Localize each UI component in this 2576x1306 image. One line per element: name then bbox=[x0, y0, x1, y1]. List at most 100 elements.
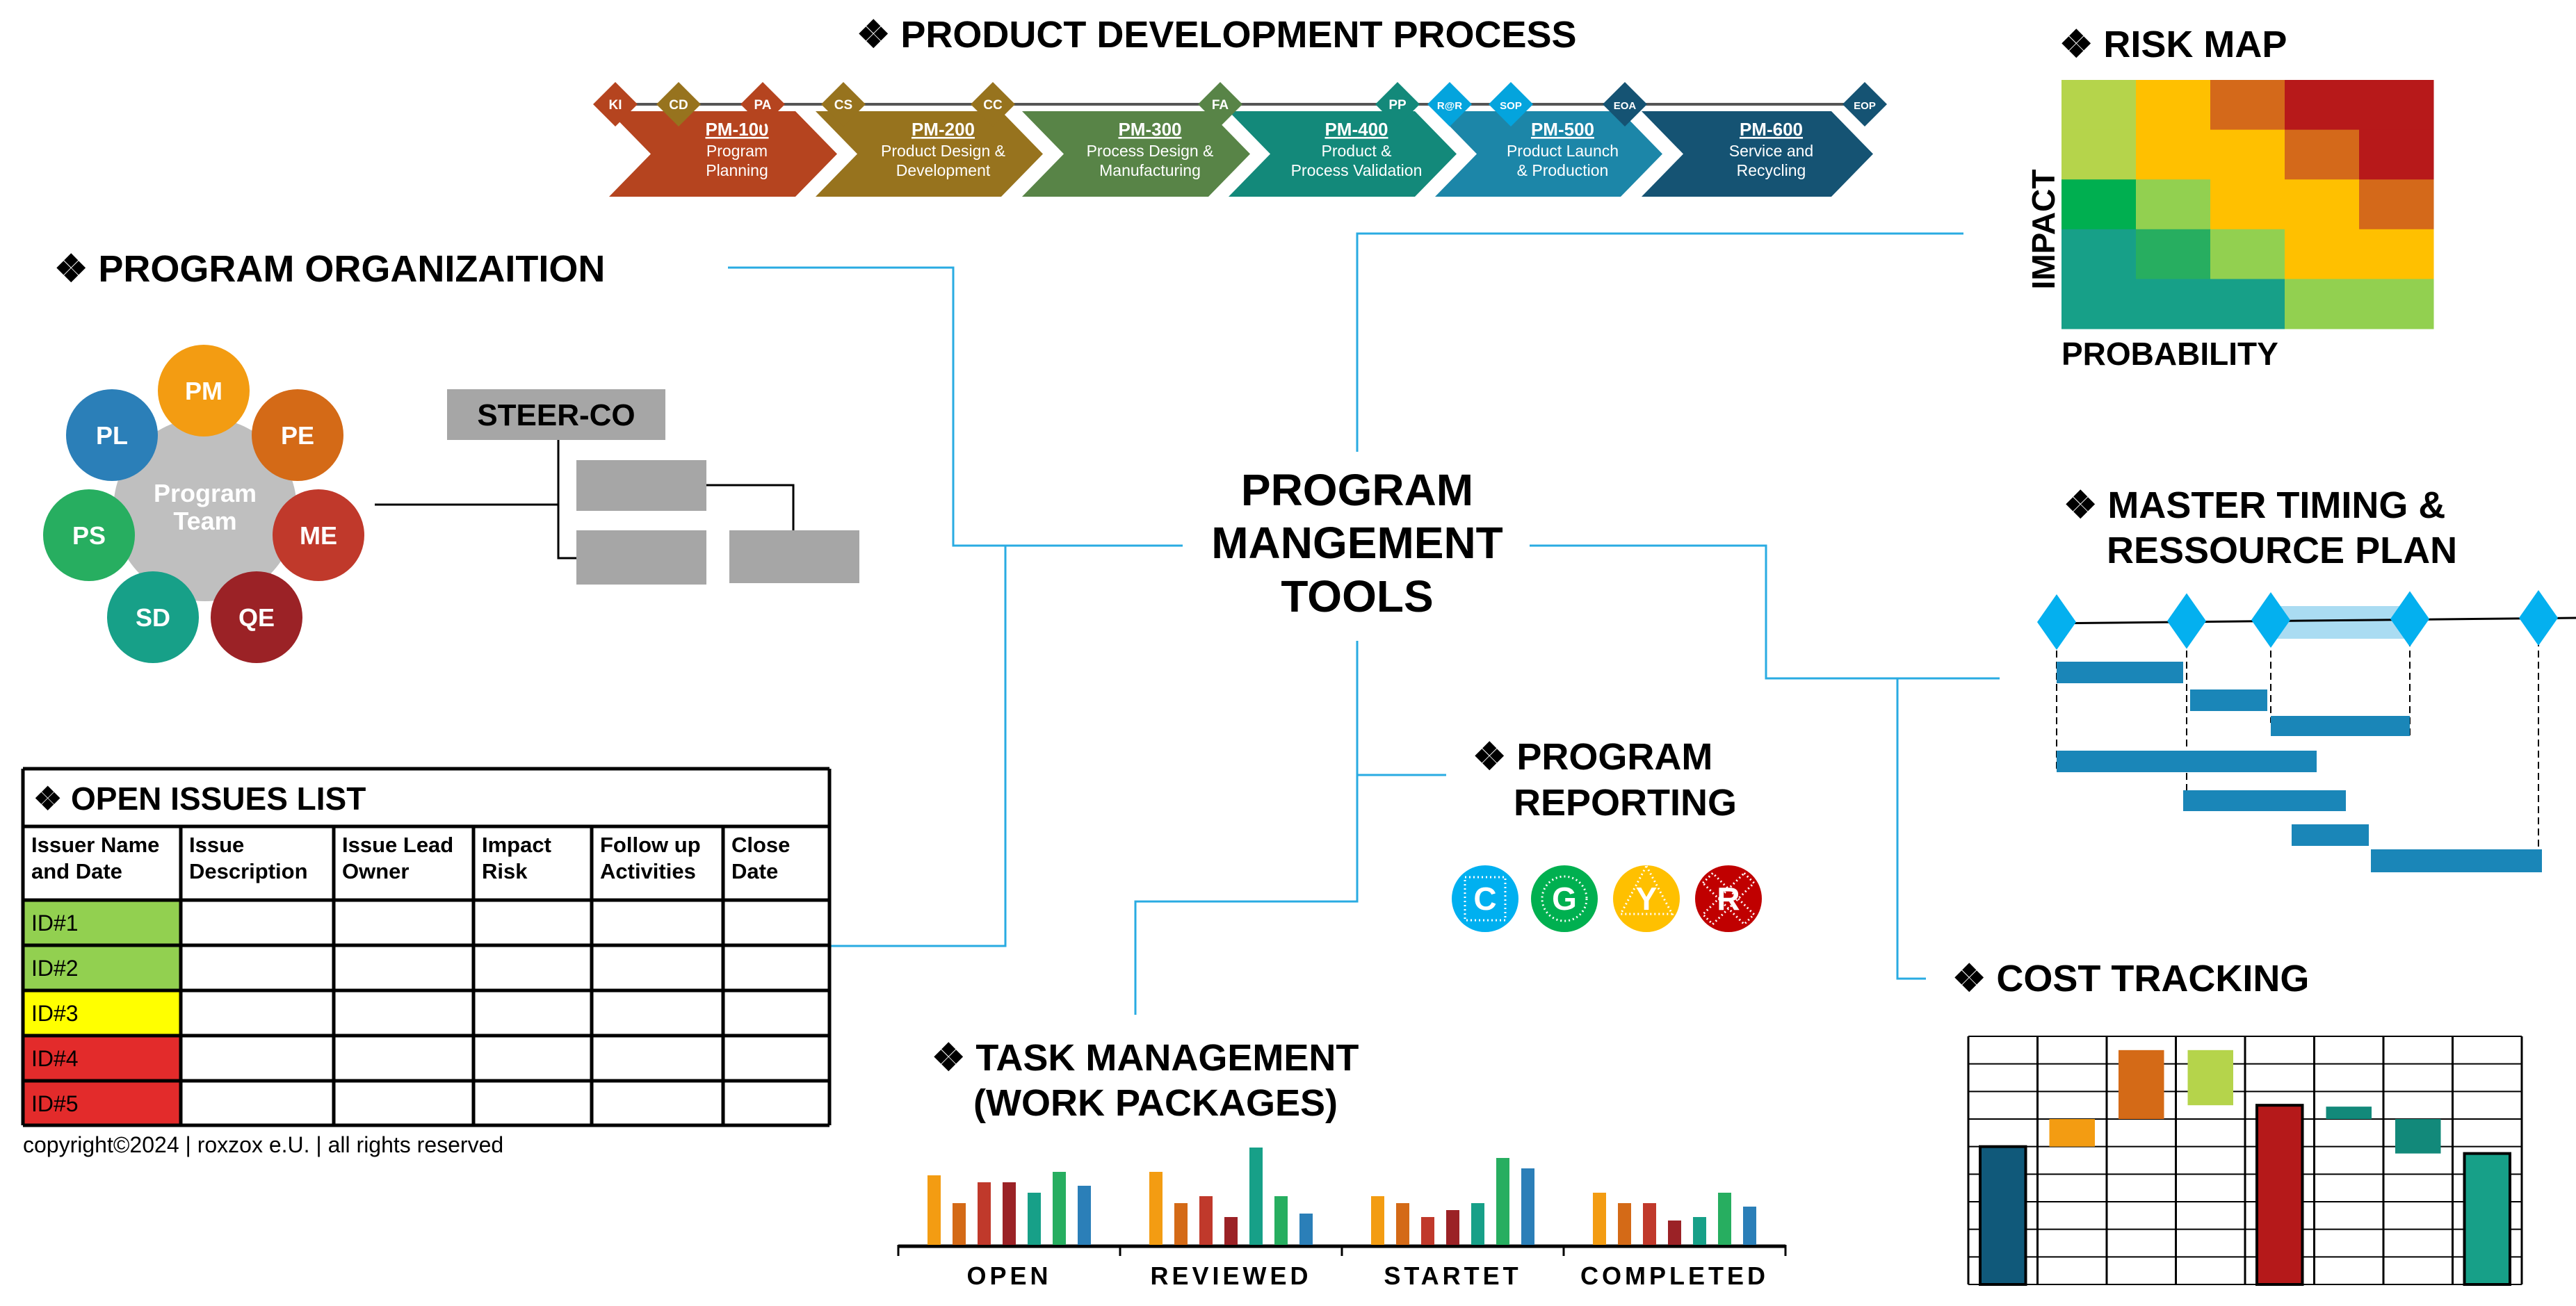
milestone-diamond-icon bbox=[971, 82, 1015, 126]
org-box bbox=[576, 460, 706, 511]
issue-cell[interactable] bbox=[181, 990, 334, 1036]
milestone-diamond-icon bbox=[593, 82, 638, 126]
risk-cell bbox=[2210, 129, 2285, 180]
role-me: ME bbox=[273, 489, 364, 581]
milestone-label: SOP bbox=[1500, 100, 1522, 112]
task-bar bbox=[1053, 1172, 1066, 1245]
phase-chevron bbox=[1022, 111, 1250, 197]
milestone-label: EOP bbox=[1854, 100, 1876, 112]
timing-highlight bbox=[2271, 606, 2410, 639]
reporting-title-2: REPORTING bbox=[1514, 782, 1737, 824]
issue-cell[interactable] bbox=[181, 1036, 334, 1081]
issue-cell[interactable] bbox=[473, 945, 592, 990]
cost-delta-bar bbox=[2049, 1119, 2095, 1147]
task-category-label: COMPLETED bbox=[1580, 1262, 1769, 1290]
issue-id-cell bbox=[23, 990, 181, 1036]
status-circle bbox=[1531, 865, 1598, 932]
issue-cell[interactable] bbox=[334, 1081, 473, 1125]
issues-column-header: Issue bbox=[189, 833, 244, 857]
timing-milestone-icon bbox=[2251, 592, 2290, 648]
role-circle bbox=[158, 345, 250, 436]
timing-bar bbox=[2057, 751, 2317, 772]
phase-code: PM-200 bbox=[912, 119, 975, 140]
issue-cell[interactable] bbox=[592, 1081, 723, 1125]
role-label: QE bbox=[238, 603, 275, 632]
issue-id: ID#3 bbox=[31, 1001, 79, 1026]
cost-title: ❖ COST TRACKING bbox=[1952, 958, 2309, 999]
role-pe: PE bbox=[252, 389, 343, 481]
milestone-diamond-icon bbox=[821, 82, 866, 126]
org-branch bbox=[706, 484, 795, 530]
status-letter: G bbox=[1552, 881, 1577, 917]
risk-y-label: IMPACT bbox=[2025, 170, 2061, 290]
issue-cell[interactable] bbox=[334, 1036, 473, 1081]
issue-cell[interactable] bbox=[181, 1081, 334, 1125]
task-bar bbox=[1521, 1168, 1534, 1245]
cost-delta-bar bbox=[2326, 1107, 2372, 1119]
issue-cell[interactable] bbox=[592, 990, 723, 1036]
issue-id-cell bbox=[23, 900, 181, 945]
phase-name: Manufacturing bbox=[1099, 161, 1201, 179]
issue-cell[interactable] bbox=[723, 1036, 829, 1081]
timing-milestone-icon bbox=[2167, 593, 2206, 649]
issue-cell[interactable] bbox=[473, 990, 592, 1036]
issues-column-header: Close bbox=[731, 833, 790, 857]
issue-cell[interactable] bbox=[723, 990, 829, 1036]
steerco-label: STEER-CO bbox=[477, 398, 635, 432]
org-trunk bbox=[557, 440, 576, 560]
connector-lines bbox=[728, 232, 2000, 1015]
issue-cell[interactable] bbox=[592, 1036, 723, 1081]
timing-title-1: ❖ MASTER TIMING & bbox=[2064, 484, 2445, 526]
risk-cell bbox=[2136, 229, 2211, 279]
center-title-2: MANGEMENT bbox=[1211, 518, 1503, 568]
milestone-label: EOA bbox=[1614, 100, 1637, 112]
issues-column-header: Risk bbox=[482, 859, 528, 883]
risk-cell bbox=[2136, 80, 2211, 131]
issue-cell[interactable] bbox=[334, 945, 473, 990]
risk-cell bbox=[2061, 129, 2137, 180]
issues-column-header: Owner bbox=[342, 859, 409, 883]
issue-cell[interactable] bbox=[473, 900, 592, 945]
cost-total-bar bbox=[2463, 1152, 2511, 1287]
issue-cell[interactable] bbox=[181, 945, 334, 990]
risk-cell bbox=[2210, 229, 2285, 279]
issue-cell[interactable] bbox=[723, 1081, 829, 1125]
risk-x-label: PROBABILITY bbox=[2061, 336, 2278, 372]
issue-cell[interactable] bbox=[473, 1036, 592, 1081]
milestone-diamond-icon bbox=[1603, 82, 1647, 126]
issue-cell[interactable] bbox=[592, 900, 723, 945]
issues-column-header: Issue Lead bbox=[342, 833, 453, 857]
risk-cell bbox=[2136, 179, 2211, 230]
issue-cell[interactable] bbox=[473, 1081, 592, 1125]
risk-cell bbox=[2061, 80, 2137, 131]
issue-cell[interactable] bbox=[592, 945, 723, 990]
task-bar bbox=[1224, 1217, 1238, 1245]
center-title-3: TOOLS bbox=[1281, 571, 1433, 621]
open-issues-table: ❖ OPEN ISSUES LISTID#1ID#2ID#3ID#4ID#5Is… bbox=[21, 767, 832, 1127]
role-label: SD bbox=[136, 603, 170, 632]
org-box bbox=[576, 530, 706, 585]
link-risk-map bbox=[1356, 232, 1963, 452]
issues-column-header: Issuer Name bbox=[31, 833, 159, 857]
task-category-label: REVIEWED bbox=[1150, 1262, 1311, 1290]
timing-bar bbox=[2057, 662, 2183, 683]
phase-chevron bbox=[1229, 111, 1457, 197]
issue-cell[interactable] bbox=[723, 900, 829, 945]
role-pl: PL bbox=[66, 389, 158, 481]
phase-name: Recycling bbox=[1737, 161, 1806, 179]
task-bar bbox=[927, 1175, 941, 1245]
role-label: PL bbox=[96, 421, 128, 450]
issue-cell[interactable] bbox=[334, 990, 473, 1036]
issue-cell[interactable] bbox=[181, 900, 334, 945]
phase-code: PM-100 bbox=[705, 119, 768, 140]
status-c-icon: C bbox=[1452, 865, 1518, 932]
program-team-label-1: Program bbox=[154, 479, 257, 507]
task-bar bbox=[1693, 1217, 1706, 1245]
issue-cell[interactable] bbox=[334, 900, 473, 945]
task-bar bbox=[1274, 1196, 1288, 1245]
issue-cell[interactable] bbox=[723, 945, 829, 990]
